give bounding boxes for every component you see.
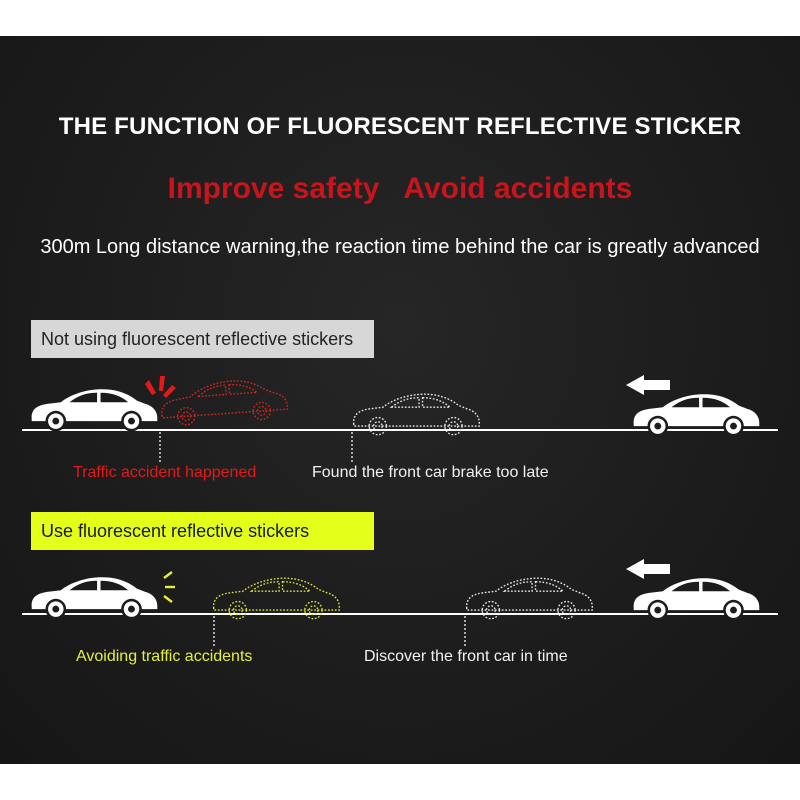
car-outline-icon (212, 577, 340, 620)
label-without-stickers: Not using fluorescent reflective sticker… (31, 320, 374, 358)
page-title: THE FUNCTION OF FLUORESCENT REFLECTIVE S… (58, 113, 742, 140)
label-with-stickers: Use fluorescent reflective stickers (31, 512, 374, 550)
impact-icon (145, 376, 176, 398)
caption-brake-too-late: Found the front car brake too late (312, 464, 549, 481)
description: 300m Long distance warning,the reaction … (40, 236, 760, 258)
caption-avoiding-accidents: Avoiding traffic accidents (76, 648, 253, 665)
caption-discover-in-time: Discover the front car in time (364, 648, 568, 665)
caption-accident-happened: Traffic accident happened (73, 464, 257, 481)
car-outline-icon (352, 393, 480, 436)
slogan: Improve safety Avoid accidents (0, 172, 800, 206)
slogan-improve-safety: Improve safety (167, 172, 380, 205)
car-icon (31, 389, 158, 432)
car-outline-icon (465, 577, 593, 620)
warning-flash-icon (163, 571, 175, 603)
crashed-car-icon (159, 376, 289, 428)
slogan-avoid-accidents: Avoid accidents (403, 172, 633, 205)
arrow-left-icon (626, 559, 670, 579)
arrow-left-icon (626, 375, 670, 395)
